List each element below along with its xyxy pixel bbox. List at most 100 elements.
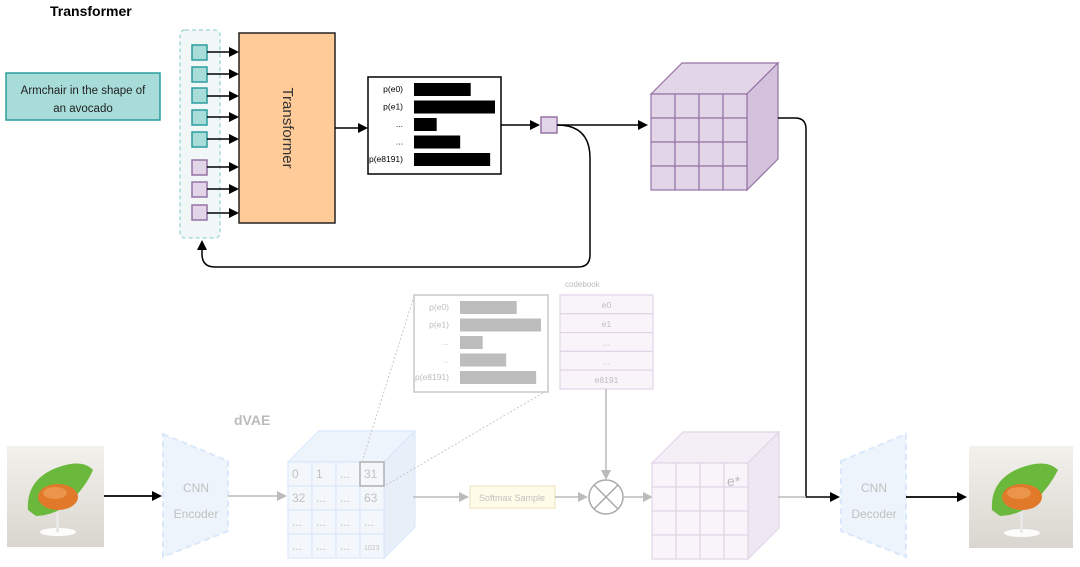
- grid-cell: [722, 165, 748, 191]
- prob-label: p(e0): [429, 302, 449, 312]
- decoder-label-line2: Decoder: [851, 507, 896, 521]
- transformer-block: Transformer: [238, 32, 336, 224]
- grid-cell: [723, 486, 749, 512]
- grid-cell-label: ...: [316, 515, 326, 529]
- prob-label: p(e1): [383, 102, 403, 112]
- grid-cell: [699, 534, 725, 560]
- grid-cell: [699, 462, 725, 488]
- grid-cell: [359, 533, 385, 559]
- grid-cell-label: ...: [292, 515, 302, 529]
- grid-cell-label: 1: [316, 467, 323, 481]
- grid-cell: [675, 534, 701, 560]
- text-token: [191, 131, 239, 148]
- encoder-label-line1: CNN: [183, 481, 209, 495]
- grid-cell-label: ...: [292, 539, 302, 553]
- codebook-title: codebook: [565, 280, 601, 289]
- prob-bar: [460, 318, 541, 332]
- prob-label: p(e8191): [415, 372, 449, 382]
- grid-cell: [722, 117, 748, 143]
- grid-cell: [287, 461, 313, 487]
- grid-cell: [698, 165, 724, 191]
- grid-cell: [722, 141, 748, 167]
- multiply-operator: [588, 479, 624, 515]
- prob-bar: [414, 118, 437, 131]
- grid-cell: [675, 510, 701, 536]
- quantized-embedding-cube: [650, 430, 781, 561]
- grid-cell-label: ...: [340, 515, 350, 529]
- grid-cell: [287, 533, 313, 559]
- highlighted-cell: [359, 461, 385, 487]
- autoregressive-feedback-arrow: [197, 124, 591, 268]
- sampled-image-token: [540, 116, 558, 134]
- prob-label: p(e8191): [369, 154, 403, 164]
- grid-cell: [650, 93, 676, 119]
- grid-cell-label: 63: [364, 491, 378, 505]
- codebook-entry-label: ...: [603, 338, 610, 348]
- grid-cell: [698, 141, 724, 167]
- grid-cell-label: ...: [316, 491, 326, 505]
- projection-line-right: [385, 389, 549, 486]
- codebook-entry-label: e8191: [595, 375, 619, 385]
- text-token: [191, 87, 239, 104]
- grid-cell: [651, 534, 677, 560]
- prompt-text-box: Armchair in the shape of an avocado: [5, 72, 161, 121]
- codebook: e0 e1...... e8191: [559, 294, 654, 390]
- prob-bar: [414, 135, 461, 149]
- codebook-entry-label: e1: [602, 319, 612, 329]
- prob-bar: [414, 153, 491, 166]
- grid-cell: [675, 462, 701, 488]
- prob-label: p(e1): [429, 320, 449, 330]
- grid-cell: [335, 509, 361, 535]
- prob-bar: [460, 353, 507, 367]
- text-token: [191, 109, 239, 126]
- prob-bar: [460, 301, 517, 314]
- transformer-heading: Transformer: [50, 3, 132, 19]
- cnn-decoder: CNN Decoder: [840, 432, 907, 559]
- grid-cell-label: ...: [340, 491, 350, 505]
- grid-cell: [650, 117, 676, 143]
- grid-cell: [650, 141, 676, 167]
- prob-bar: [414, 83, 471, 96]
- encoder-label-line2: Encoder: [174, 507, 219, 521]
- text-token: [191, 44, 239, 61]
- grid-cell-label: ...: [340, 467, 350, 481]
- token-probability-box: p(e0)p(e1)......p(e8191): [367, 76, 502, 175]
- token-sequence: [191, 44, 239, 221]
- grid-cell: [722, 93, 748, 119]
- input-image: [7, 446, 104, 547]
- prob-label: ...: [396, 119, 403, 129]
- latent-probability-box: p(e0) p(e1)...... p(e8191): [413, 294, 549, 393]
- projection-line-left: [361, 295, 415, 463]
- grid-cell: [674, 117, 700, 143]
- grid-cell-label: 32: [292, 491, 306, 505]
- grid-cell: [699, 510, 725, 536]
- grid-cell: [723, 534, 749, 560]
- grid-cell: [311, 509, 337, 535]
- grid-cell: [651, 486, 677, 512]
- output-image: [969, 446, 1073, 548]
- grid-cell: [698, 117, 724, 143]
- image-token-grid-cube: [649, 61, 780, 192]
- grid-cell: [311, 485, 337, 511]
- transformer-label: Transformer: [279, 87, 296, 168]
- grid-cell-label: ...: [316, 539, 326, 553]
- grid-cell: [675, 486, 701, 512]
- grid-cell-label: ...: [340, 539, 350, 553]
- grid-cell: [674, 93, 700, 119]
- cnn-encoder: CNN Encoder: [162, 432, 229, 559]
- codebook-entry-label: e0: [602, 300, 612, 310]
- text-token: [191, 66, 239, 83]
- softmax-label: Softmax Sample: [479, 493, 545, 503]
- prob-label: ...: [442, 355, 449, 365]
- grid-cell: [651, 510, 677, 536]
- codebook-entry-label: ...: [603, 356, 610, 366]
- image-token: [191, 159, 239, 176]
- grid-cell: [650, 165, 676, 191]
- estar-label: e*: [727, 473, 741, 489]
- decoder-label-line1: CNN: [861, 481, 887, 495]
- prob-label: ...: [442, 337, 449, 347]
- softmax-sample-box: Softmax Sample: [469, 485, 556, 509]
- image-token: [191, 181, 239, 198]
